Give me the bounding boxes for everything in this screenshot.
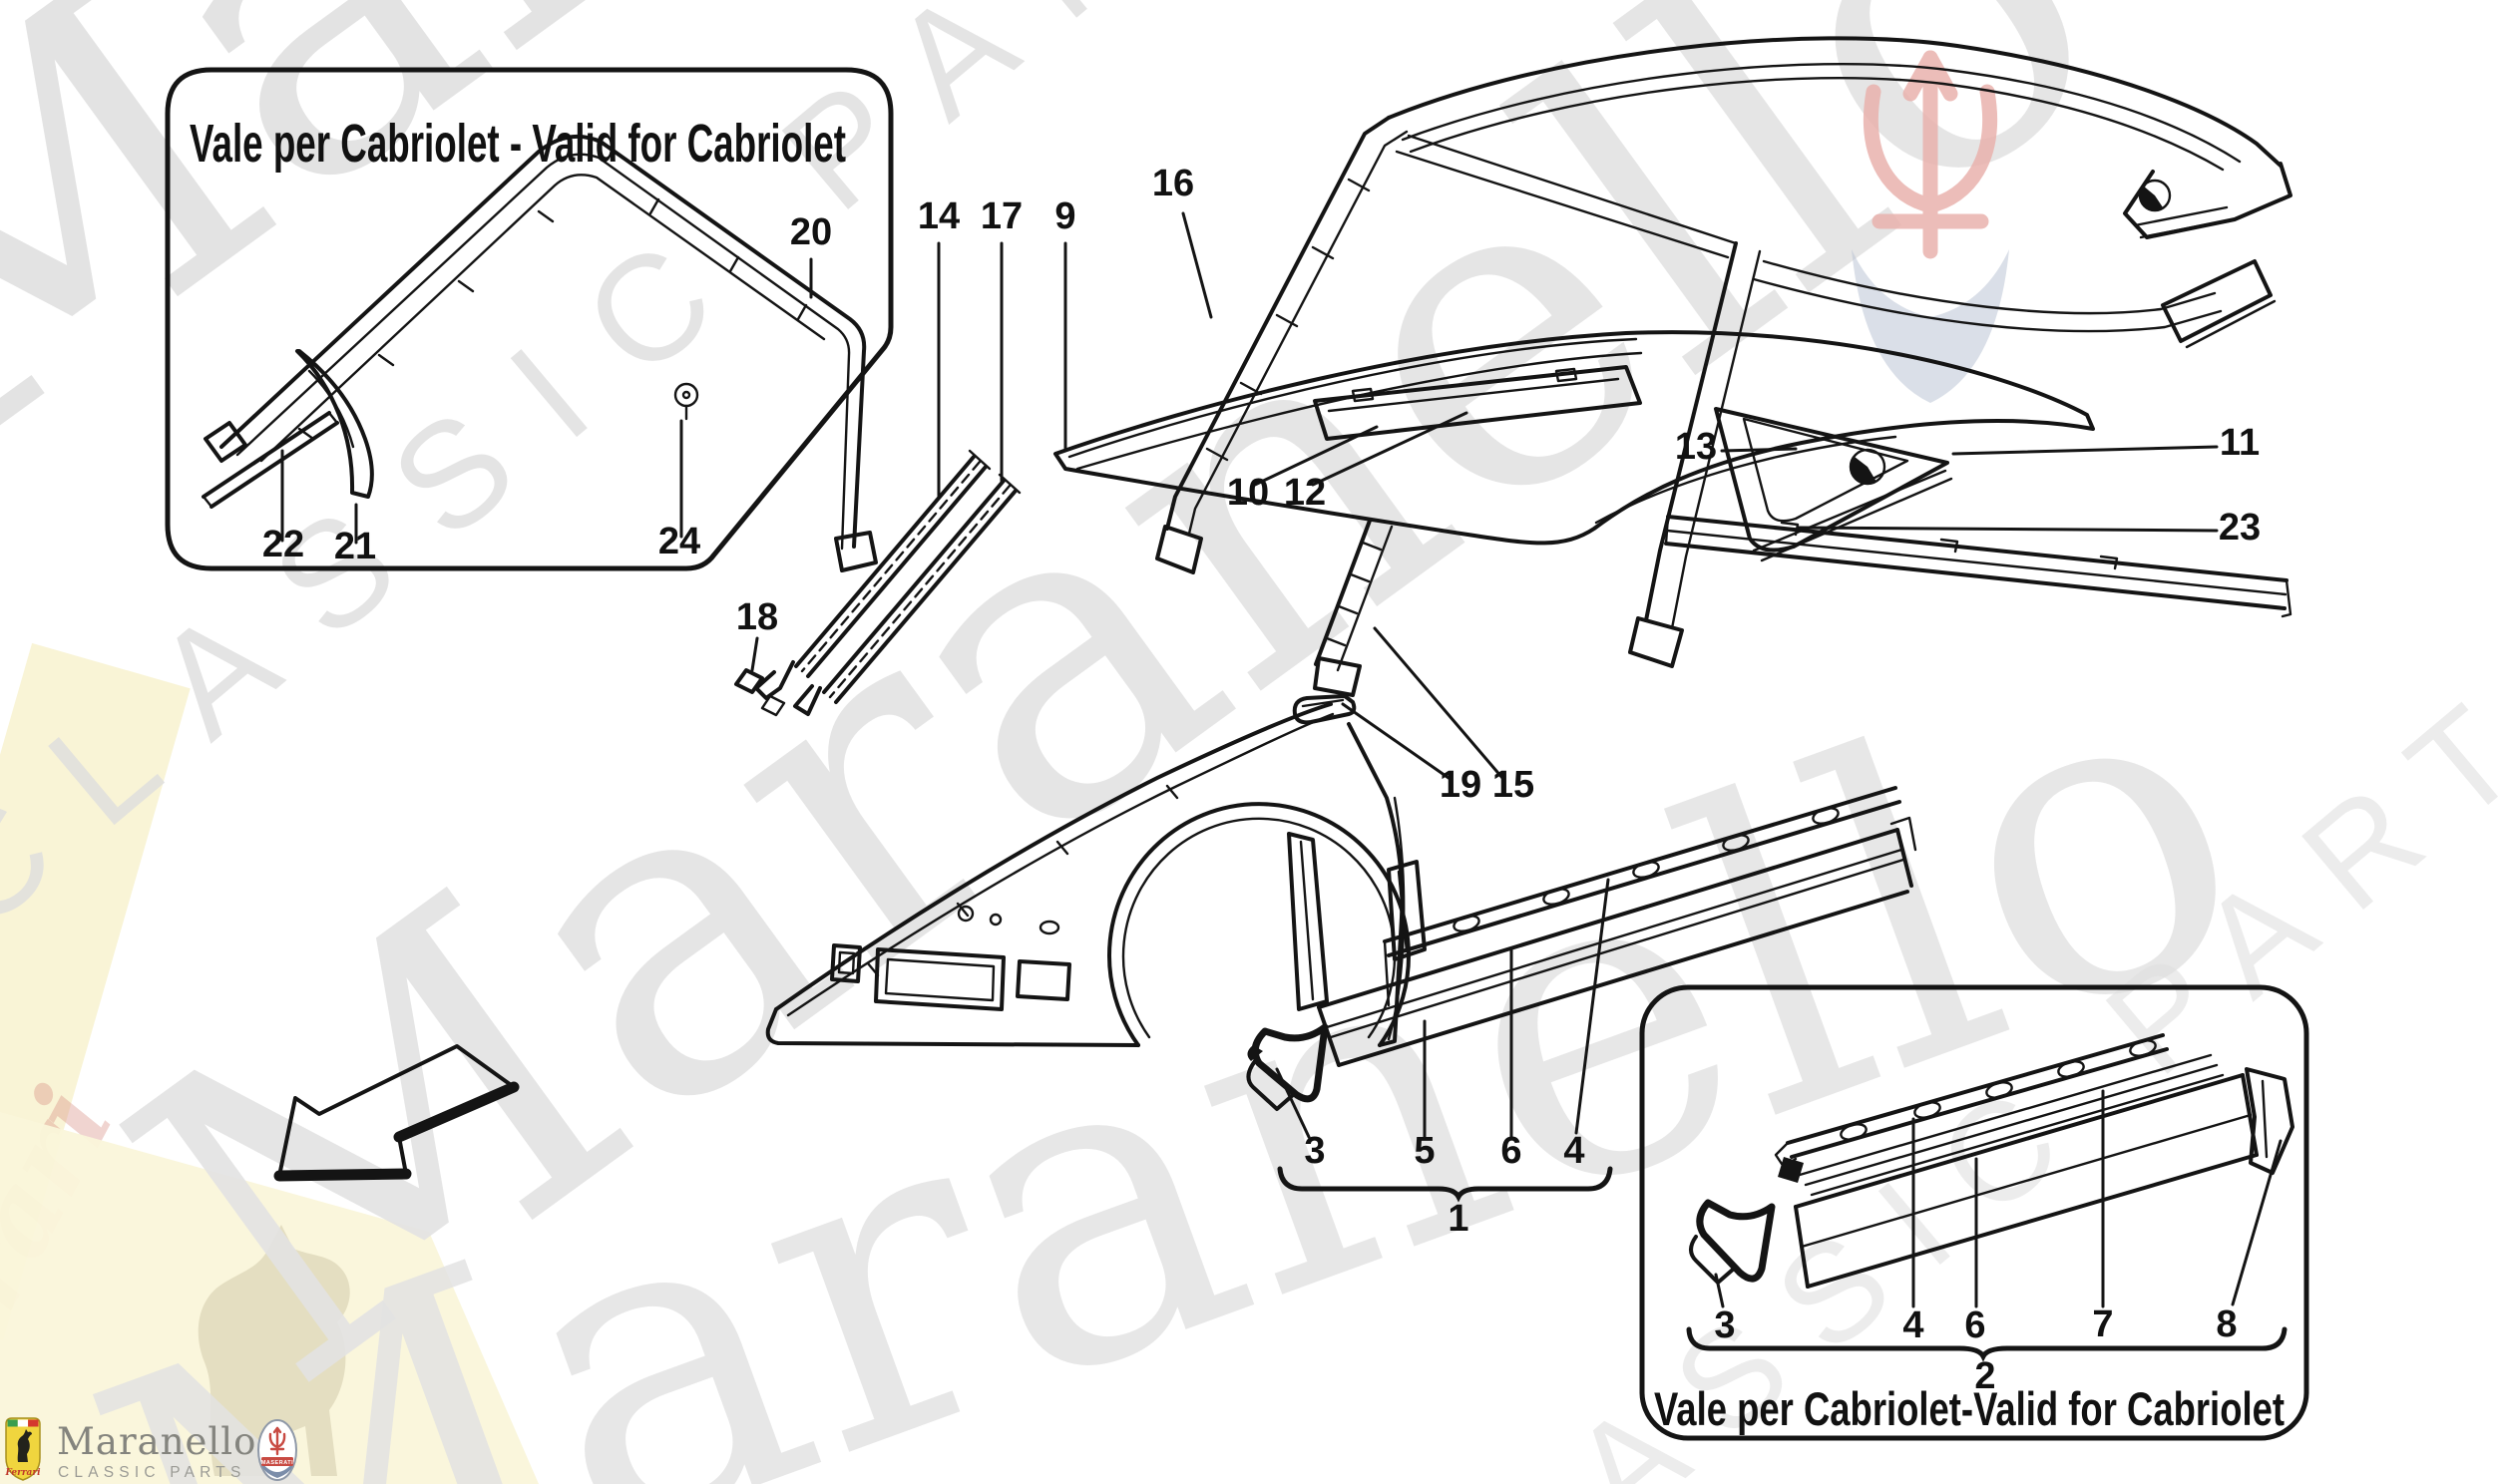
roof-frame-drawing bbox=[1155, 36, 2292, 668]
logo-brand-text: Maranello bbox=[57, 1420, 256, 1463]
part-label-14: 14 bbox=[918, 195, 960, 237]
cabriolet-bottom-box: Vale per Cabriolet-Valid for Cabriolet bbox=[1639, 984, 2309, 1441]
part-label-23: 23 bbox=[2219, 507, 2261, 549]
group-1-bracket bbox=[1277, 1166, 1613, 1203]
group-label-2: 2 bbox=[1974, 1355, 1995, 1397]
part-label-3b: 3 bbox=[1714, 1304, 1735, 1346]
group-label-1: 1 bbox=[1448, 1198, 1468, 1240]
part-label-19: 19 bbox=[1440, 764, 1481, 806]
ferrari-shield-icon: Ferrari bbox=[4, 1417, 41, 1481]
cabriolet-top-box-title: Vale per Cabriolet - Valid for Cabriolet bbox=[190, 114, 846, 174]
part-label-6b: 6 bbox=[1964, 1304, 1985, 1346]
prancing-horse-icon bbox=[17, 1429, 32, 1462]
part-label-8: 8 bbox=[2216, 1303, 2237, 1345]
part-label-15: 15 bbox=[1492, 764, 1534, 806]
part-label-11: 11 bbox=[2220, 422, 2260, 464]
leader-lines bbox=[280, 211, 2288, 1362]
part-label-3: 3 bbox=[1304, 1130, 1325, 1172]
cabriolet-bottom-box-title: Vale per Cabriolet-Valid for Cabriolet bbox=[1654, 1382, 2285, 1435]
yellow-corner-watermark bbox=[0, 1112, 539, 1484]
maserati-trident-icon bbox=[268, 1426, 286, 1456]
maranello-classic-parts-logo: Ferrari Maranello CLASSIC PARTS MASERATI bbox=[4, 1417, 297, 1481]
windshield-frame-drawing bbox=[202, 134, 878, 572]
part-label-12: 12 bbox=[1284, 472, 1326, 514]
part-labels: 16 20 14 17 9 22 21 24 18 10 12 13 11 23… bbox=[262, 163, 2261, 1397]
part-label-4: 4 bbox=[1563, 1130, 1584, 1172]
part-label-13: 13 bbox=[1675, 426, 1717, 468]
part-label-9: 9 bbox=[1054, 195, 1075, 237]
part-label-20: 20 bbox=[790, 211, 832, 253]
part-label-7: 7 bbox=[2092, 1303, 2113, 1345]
logo-subtitle-text: CLASSIC PARTS bbox=[58, 1464, 245, 1481]
direction-arrow bbox=[273, 1044, 520, 1182]
trident-watermark-icon bbox=[1863, 50, 1998, 259]
part-label-24: 24 bbox=[658, 521, 700, 562]
shield-watermark-icon bbox=[1852, 249, 2009, 403]
roof-panel-drawing bbox=[1053, 330, 2095, 546]
cabriolet-sill-drawing bbox=[1689, 1033, 2294, 1289]
part-label-6: 6 bbox=[1500, 1130, 1521, 1172]
part-label-21: 21 bbox=[334, 526, 376, 567]
main-sill-drawing bbox=[1246, 786, 1917, 1111]
part-label-17: 17 bbox=[981, 195, 1023, 237]
sail-panels-drawing bbox=[1664, 407, 2292, 618]
seal-rails-drawing bbox=[734, 449, 1022, 717]
part-label-5: 5 bbox=[1414, 1130, 1435, 1172]
part-label-4b: 4 bbox=[1902, 1304, 1923, 1346]
part-label-22: 22 bbox=[262, 524, 304, 565]
part-label-10: 10 bbox=[1227, 472, 1269, 514]
ferrari-sticker-watermark bbox=[0, 642, 191, 1340]
b-pillar-drawing bbox=[1292, 519, 1394, 725]
group-2-bracket bbox=[1686, 1326, 2288, 1362]
ferrari-shield-label: Ferrari bbox=[4, 1468, 41, 1478]
maserati-badge-icon: MASERATI bbox=[257, 1419, 297, 1481]
cabriolet-top-box: Vale per Cabriolet - Valid for Cabriolet bbox=[165, 67, 894, 571]
maserati-badge-label: MASERATI bbox=[261, 1460, 293, 1466]
prancing-horse-watermark bbox=[198, 1225, 350, 1476]
part-label-16: 16 bbox=[1152, 163, 1194, 204]
part-label-18: 18 bbox=[736, 596, 778, 638]
